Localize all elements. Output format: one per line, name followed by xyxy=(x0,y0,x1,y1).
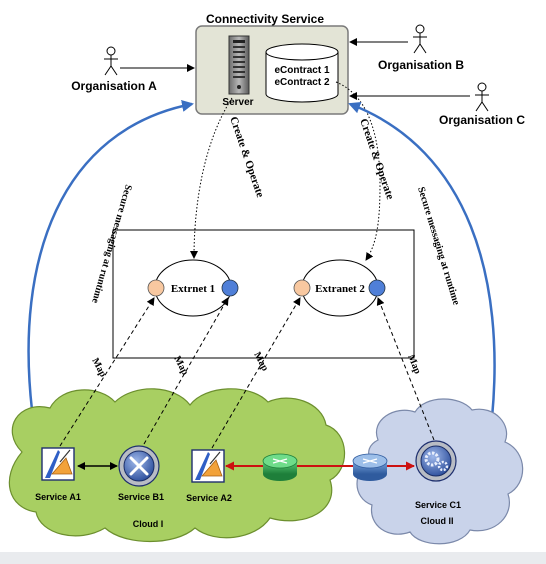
map-arrow-a1-extranet1 xyxy=(59,297,155,447)
econtract-2-label: eContract 2 xyxy=(274,77,329,88)
extranet-1-label: Extrnet 1 xyxy=(171,283,215,295)
server-label: Server xyxy=(222,97,253,108)
secure-messaging-label-right: Secure messaging at runtime xyxy=(415,186,462,307)
service-b1-label: Service B1 xyxy=(118,492,164,502)
service-c1-label: Service C1 xyxy=(415,500,461,510)
service-a1-label: Service A1 xyxy=(35,492,81,502)
secure-messaging-arrow-right xyxy=(348,101,498,429)
footer-bar xyxy=(0,552,546,564)
secure-messaging-label-left: Secure messaging at runtime xyxy=(89,183,134,305)
cloud-2-label: Cloud II xyxy=(421,516,454,526)
service-a1-icon xyxy=(41,447,75,481)
map-label-3: Map xyxy=(251,350,270,373)
organisation-b-actor-icon xyxy=(413,24,427,54)
organisation-a-label: Organisation A xyxy=(71,79,157,93)
map-arrow-c1-extranet2 xyxy=(376,297,435,441)
extranet-2-blue-endpoint xyxy=(368,279,386,297)
organisation-c-actor-icon xyxy=(475,82,489,112)
organisation-b-label: Organisation B xyxy=(378,58,464,72)
server-icon xyxy=(228,35,250,95)
router-blue-icon xyxy=(352,453,388,481)
extranet-2-label: Extranet 2 xyxy=(315,283,365,295)
extranet-1-peach-endpoint xyxy=(147,279,165,297)
service-a2-label: Service A2 xyxy=(186,493,232,503)
service-c1-icon xyxy=(415,440,457,482)
map-arrow-a2-extranet2 xyxy=(211,297,301,449)
create-operate-label-1: Create & Operate xyxy=(227,115,266,199)
service-b1-icon xyxy=(118,445,160,487)
cloud-1-shape xyxy=(8,388,346,542)
extranet-1-blue-endpoint xyxy=(221,279,239,297)
connectivity-service-title: Connectivity Service xyxy=(206,12,324,26)
extranet-2-peach-endpoint xyxy=(293,279,311,297)
create-operate-arrow-1 xyxy=(190,97,233,259)
create-operate-label-2: Create & Operate xyxy=(357,117,396,201)
secure-messaging-arrow-left xyxy=(27,100,194,421)
map-label-1: Map xyxy=(89,356,108,379)
database-icon xyxy=(265,43,339,103)
organisation-a-actor-icon xyxy=(104,46,118,76)
cloud-1-label: Cloud I xyxy=(133,519,164,529)
router-green-icon xyxy=(262,453,298,481)
organisation-c-label: Organisation C xyxy=(439,113,525,127)
map-arrow-b1-extranet1 xyxy=(143,297,229,445)
service-a2-icon xyxy=(191,449,225,483)
econtract-1-label: eContract 1 xyxy=(274,65,329,76)
